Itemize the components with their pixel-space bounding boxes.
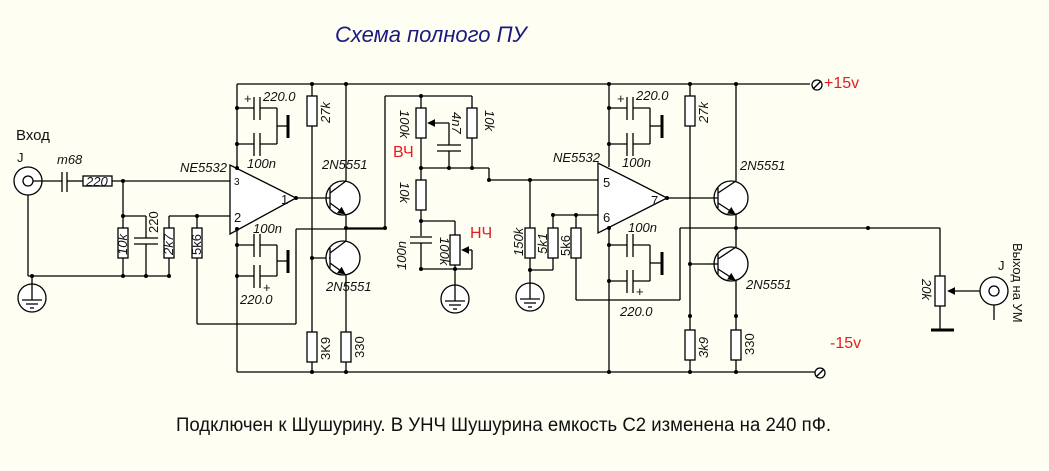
opamp-stage1	[229, 163, 298, 236]
diagram-title: Схема полного ПУ	[335, 22, 529, 47]
resistor-27k-stage2	[684, 95, 696, 127]
cap-220u-stage2-top-value: 220.0	[635, 88, 669, 103]
transistor-stage1-bottom-ref: 2N5551	[325, 279, 372, 294]
transistor-stage2-bottom-ref: 2N5551	[745, 277, 792, 292]
bass-pot-value: 100k	[437, 237, 452, 267]
decoupling-caps-stage1-bottom: +	[235, 234, 290, 295]
resistor-330-stage2-value: 330	[742, 333, 757, 355]
pin-2: 2	[234, 210, 241, 225]
resistor-150k	[524, 227, 536, 259]
svg-text:+: +	[636, 284, 644, 299]
cap-100n-stage1-bottom-value: 100n	[253, 221, 282, 236]
opamp-stage2-ref: NE5532	[553, 150, 601, 165]
resistor-330-stage1-value: 330	[352, 336, 367, 358]
treble-cap-value: 4n7	[449, 112, 464, 134]
pin-7: 7	[651, 193, 658, 208]
resistor-27k-stage1-value: 27k	[318, 101, 333, 124]
treble-pot[interactable]	[415, 107, 427, 139]
capacitor-220-value: 220	[146, 211, 161, 233]
resistor-5k6-stage1-value: 5k6	[189, 234, 204, 255]
resistor-2k7	[163, 227, 175, 259]
transistor-stage1-bottom	[325, 240, 361, 276]
opamp-stage2	[597, 161, 669, 235]
caption-note: Подключен к Шушурину. В УНЧ Шушурина емк…	[176, 415, 831, 436]
resistor-150k-value: 150k	[511, 226, 526, 256]
input-capacitor	[61, 172, 68, 192]
transistor-stage2-bottom	[707, 246, 749, 282]
input-connector-ref: J	[17, 150, 24, 165]
opamp-stage1-ref: NE5532	[180, 160, 228, 175]
decoupling-caps-stage1-top: +	[235, 91, 290, 156]
bass-cap-value: 100n	[394, 241, 409, 270]
decoupling-caps-stage2-bottom: +	[607, 234, 664, 299]
resistor-10k-stage1-value: 10k	[115, 233, 130, 255]
resistor-330-stage1	[340, 331, 352, 363]
resistor-27k-stage1	[306, 95, 318, 127]
transistor-stage2-top	[667, 180, 749, 216]
resistor-3k9-stage1	[306, 331, 318, 363]
pin-1: 1	[281, 192, 288, 207]
treble-label: ВЧ	[393, 144, 414, 161]
cap-100n-stage2-top-value: 100n	[622, 155, 651, 170]
resistor-2k7-value: 2k7	[161, 233, 176, 256]
transistor-stage1-top-ref: 2N5551	[321, 157, 368, 172]
resistor-3k9-stage2-value: 3k9	[696, 337, 711, 358]
resistor-5k1-value: 5k1	[535, 233, 550, 254]
ground-symbol-stage2	[515, 282, 545, 312]
positive-rail	[237, 79, 823, 91]
cap-100n-stage2-bottom-value: 100n	[628, 220, 657, 235]
resistor-10k-stage1	[117, 227, 129, 259]
resistor-10k-treble	[466, 107, 478, 139]
svg-text:+: +	[617, 91, 625, 106]
volume-pot[interactable]	[934, 275, 946, 307]
output-connector-ref: J	[998, 258, 1005, 273]
resistor-5k6-stage1	[191, 227, 203, 259]
output-jack[interactable]	[979, 276, 1009, 320]
pin-6: 6	[603, 210, 610, 225]
volume-pot-value: 20k	[919, 278, 934, 301]
transistor-stage2-top-ref: 2N5551	[739, 158, 786, 173]
negative-rail	[237, 367, 826, 379]
transistor-stage1-top	[296, 180, 361, 216]
output-label: Выход на УМ	[1010, 243, 1025, 323]
resistor-330-stage2	[730, 329, 742, 361]
input-label: Вход	[16, 127, 50, 144]
treble-pot-value: 100k	[397, 110, 412, 140]
resistor-3k9-stage1-value: 3K9	[318, 337, 333, 360]
positive-supply-label: +15v	[824, 75, 859, 92]
resistor-10k-mid-value: 10k	[397, 182, 412, 204]
cap-220u-stage1-top-value: 220.0	[262, 89, 296, 104]
svg-text:+: +	[263, 280, 271, 295]
input-capacitor-value: m68	[57, 152, 83, 167]
svg-text:+: +	[244, 91, 252, 106]
ground-symbol-input	[17, 283, 47, 313]
cap-220u-stage1-bottom-value: 220.0	[239, 292, 273, 307]
resistor-27k-stage2-value: 27k	[696, 101, 711, 124]
resistor-10k-treble-value: 10k	[482, 110, 497, 132]
decoupling-caps-stage2-top: +	[607, 91, 664, 156]
cap-220u-stage2-bottom-value: 220.0	[619, 304, 653, 319]
resistor-3k9-stage2	[684, 329, 696, 361]
input-resistor-value: 220	[85, 174, 108, 189]
negative-supply-label: -15v	[830, 335, 861, 352]
ground-symbol-tone	[440, 284, 470, 314]
pin-5: 5	[603, 175, 610, 190]
pin-3: 3	[234, 177, 240, 188]
resistor-5k6-stage2-value: 5k6	[558, 235, 573, 256]
cap-100n-stage1-top-value: 100n	[247, 156, 276, 171]
resistor-10k-mid	[415, 179, 427, 211]
bass-label: НЧ	[470, 225, 492, 242]
